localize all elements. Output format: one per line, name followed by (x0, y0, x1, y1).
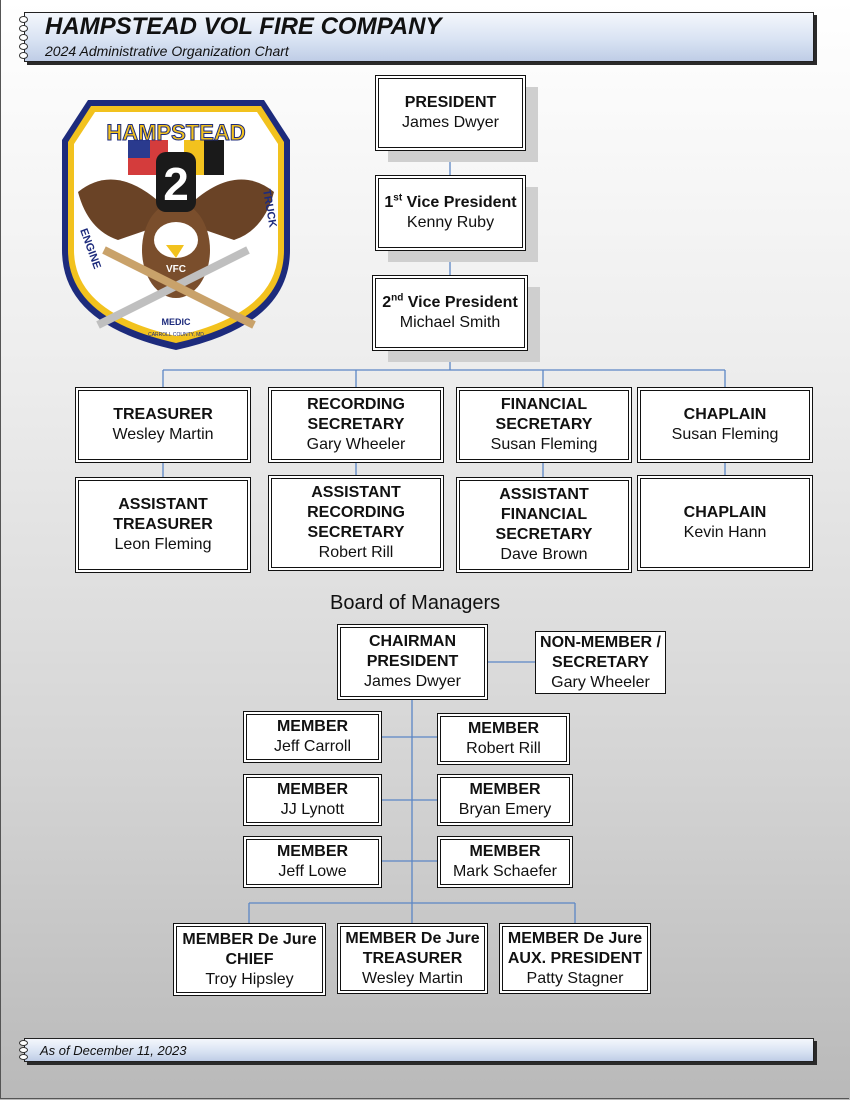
page-subtitle: 2024 Administrative Organization Chart (45, 43, 289, 59)
person-name: Troy Hipsley (205, 970, 294, 988)
svg-text:CARROLL COUNTY, MD: CARROLL COUNTY, MD (148, 332, 204, 338)
dejure-member-box: MEMBER De Jure CHIEF Troy Hipsley (173, 923, 326, 996)
person-name: James Dwyer (364, 673, 461, 690)
footer-date: As of December 11, 2023 (40, 1043, 187, 1058)
president-box: PRESIDENT James Dwyer (375, 75, 526, 151)
person-name: Kevin Hann (683, 524, 767, 541)
person-name: JJ Lynott (280, 801, 345, 818)
person-name: Jeff Lowe (278, 863, 347, 880)
svg-text:2: 2 (163, 158, 189, 210)
role-label: RECORDING (307, 396, 405, 413)
person-name: Robert Rill (318, 544, 394, 561)
dejure-member-box: MEMBER De Jure AUX. PRESIDENT Patty Stag… (499, 923, 651, 994)
role-label: SECRETARY (307, 416, 405, 433)
board-member-box: MEMBER Mark Schaefer (437, 836, 573, 888)
board-of-managers-title: Board of Managers (330, 592, 501, 614)
binder-rings-icon (19, 16, 28, 59)
role-label: 1st Vice President (384, 192, 517, 211)
role-label: MEMBER (467, 720, 540, 737)
role-label: CHAIRMAN (368, 633, 457, 650)
assistant-treasurer-box: ASSISTANT TREASURER Leon Fleming (75, 477, 251, 573)
role-label: SECRETARY (495, 416, 593, 433)
binder-rings-icon (19, 1040, 28, 1060)
svg-text:VFC: VFC (166, 264, 186, 275)
role-label: ASSISTANT (311, 484, 401, 501)
role-label: SECRETARY (495, 526, 593, 543)
board-secretary-box: NON-MEMBER / SECRETARY Gary Wheeler (535, 631, 666, 694)
svg-text:MEDIC: MEDIC (162, 317, 192, 327)
role-label: MEMBER De Jure (345, 929, 480, 947)
board-member-box: MEMBER Robert Rill (437, 713, 570, 765)
board-member-box: MEMBER Bryan Emery (437, 774, 573, 826)
person-name: Bryan Emery (458, 801, 552, 818)
role-label: FINANCIAL (500, 506, 588, 523)
chaplain-box: CHAPLAIN Kevin Hann (637, 475, 813, 571)
role-label: MEMBER (276, 781, 349, 798)
role-label: NON-MEMBER / (540, 633, 661, 651)
board-member-box: MEMBER Jeff Carroll (243, 711, 382, 763)
person-name: Patty Stagner (526, 969, 624, 987)
role-label: CHIEF (225, 950, 274, 968)
role-label: TREASURER (362, 949, 463, 967)
dejure-member-box: MEMBER De Jure TREASURER Wesley Martin (337, 923, 488, 994)
footer-banner: As of December 11, 2023 (19, 1038, 814, 1062)
role-label: MEMBER De Jure (182, 930, 317, 948)
treasurer-box: TREASURER Wesley Martin (75, 387, 251, 463)
role-label: MEMBER (276, 718, 349, 735)
role-label: CHAPLAIN (683, 504, 767, 521)
header-banner: HAMPSTEAD VOL FIRE COMPANY 2024 Administ… (19, 12, 814, 62)
person-name: Susan Fleming (671, 426, 779, 443)
person-name: Robert Rill (466, 740, 541, 757)
board-member-box: MEMBER Jeff Lowe (243, 836, 382, 888)
person-name: Susan Fleming (490, 436, 598, 453)
person-name: Gary Wheeler (306, 436, 406, 453)
person-name: James Dwyer (402, 114, 499, 131)
assistant-financial-secretary-box: ASSISTANT FINANCIAL SECRETARY Dave Brown (456, 477, 632, 573)
role-label: ASSISTANT (118, 496, 208, 513)
person-name: Wesley Martin (361, 969, 464, 987)
person-name: Dave Brown (500, 546, 588, 563)
role-label: PRESIDENT (366, 653, 459, 670)
role-label: 2nd Vice President (382, 292, 518, 311)
role-label: MEMBER (469, 781, 541, 798)
person-name: Jeff Carroll (273, 738, 352, 755)
role-label: TREASURER (113, 516, 213, 533)
second-vice-president-box: 2nd Vice President Michael Smith (372, 275, 528, 351)
person-name: Michael Smith (399, 314, 501, 331)
role-label: SECRETARY (307, 524, 405, 541)
role-label: MEMBER De Jure (507, 929, 643, 947)
person-name: Kenny Ruby (406, 214, 495, 231)
role-label: ASSISTANT (499, 486, 589, 503)
role-label: RECORDING (307, 504, 405, 521)
role-label: SECRETARY (552, 653, 649, 671)
chaplain-box: CHAPLAIN Susan Fleming (637, 387, 813, 463)
svg-text:HAMPSTEAD: HAMPSTEAD (106, 120, 245, 145)
financial-secretary-box: FINANCIAL SECRETARY Susan Fleming (456, 387, 632, 463)
person-name: Wesley Martin (112, 426, 214, 443)
role-label: AUX. PRESIDENT (507, 949, 643, 967)
recording-secretary-box: RECORDING SECRETARY Gary Wheeler (268, 387, 444, 463)
role-label: MEMBER (469, 843, 541, 860)
role-label: MEMBER (276, 843, 349, 860)
first-vice-president-box: 1st Vice President Kenny Ruby (375, 175, 526, 251)
fire-company-logo: 2 HAMPSTEAD ENGINE TRUCK VFC MEDIC CARRO… (62, 100, 290, 350)
role-label: CHAPLAIN (683, 406, 767, 423)
board-member-box: MEMBER JJ Lynott (243, 774, 382, 826)
assistant-recording-secretary-box: ASSISTANT RECORDING SECRETARY Robert Ril… (268, 475, 444, 571)
role-label: TREASURER (113, 406, 213, 423)
person-name: Leon Fleming (114, 536, 212, 553)
role-label: FINANCIAL (500, 396, 588, 413)
person-name: Gary Wheeler (551, 673, 650, 691)
person-name: Mark Schaefer (452, 863, 558, 880)
board-chairman-box: CHAIRMAN PRESIDENT James Dwyer (337, 624, 488, 700)
page-title: HAMPSTEAD VOL FIRE COMPANY (45, 13, 442, 40)
role-label: PRESIDENT (404, 94, 497, 111)
